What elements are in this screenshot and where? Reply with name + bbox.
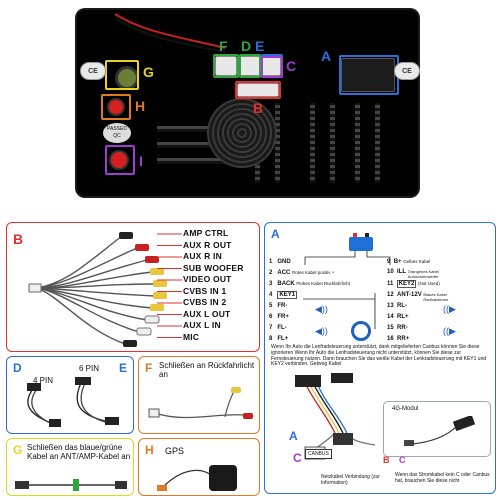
label-g: G [143, 64, 154, 80]
cable-label: CVBS IN 2 [183, 297, 227, 307]
cable-label: AUX L OUT [183, 308, 231, 319]
panel-e-letter: E [119, 361, 128, 375]
cooling-fan [207, 98, 277, 168]
label-a: A [321, 48, 332, 64]
heatsink-fin [275, 103, 280, 183]
port-i [109, 150, 129, 170]
panel-d-letter: D [13, 361, 22, 375]
power-harness-image [295, 373, 376, 460]
cable-label: AUX R OUT [183, 239, 232, 250]
cable-label: AUX R IN [183, 251, 222, 261]
battery-minus-terminal [365, 233, 369, 237]
module-4g-antenna [404, 416, 476, 446]
speaker-icon: ((▶ [443, 326, 456, 336]
label-f: F [219, 38, 228, 54]
reverse-light-cable-image [148, 387, 253, 419]
panel-b: B [6, 222, 260, 352]
label-e: E [255, 38, 265, 54]
heatsink-fin [157, 158, 257, 164]
heatsink-fin [157, 142, 257, 148]
panel-g-letter: G [13, 443, 23, 457]
cable-label: AMP CTRL [183, 228, 229, 238]
module-4g-panel: 4G-Modul [383, 401, 491, 457]
panel-f-letter: F [145, 361, 153, 375]
pin-cables-image [27, 377, 119, 427]
steering-wheel-icon [351, 321, 371, 341]
panel-a: A 1 GND 2 ACC Rotes Kabel positiv + 3 BA… [264, 222, 496, 494]
label-d: D [241, 38, 252, 54]
module-4g-label: 4G-Modul [392, 406, 419, 412]
connector-a [341, 58, 395, 92]
panel-d-e: D E 4 PIN 6 PIN [6, 356, 134, 434]
cable-label: SUB WOOFER [183, 262, 244, 273]
steering-note: Wenn Ihr Auto die Lenfradsteuerung unter… [271, 344, 487, 368]
red-wire [114, 13, 226, 53]
harness-label-c2: C [399, 455, 406, 465]
cable-label: VIDEO OUT [183, 274, 232, 284]
harness-caption: Netzkabel Verbindung (zur Information) [321, 474, 380, 486]
connector-f [215, 56, 237, 76]
wiring-lines [303, 251, 391, 329]
label-4pin: 4 PIN [33, 376, 54, 385]
pointer-lines [157, 233, 182, 338]
speaker-icon: ((▶ [443, 304, 456, 314]
cable-label: AUX L IN [183, 320, 221, 330]
label-h: H [135, 98, 146, 114]
box-d [239, 54, 261, 78]
speaker-icon: ◀)) [315, 304, 328, 314]
box-h [101, 94, 131, 120]
label-c: C [286, 58, 297, 74]
heatsink-fin [375, 103, 380, 183]
box-c [261, 56, 283, 78]
heatsink-fin [310, 103, 315, 183]
cable-label: CVBS IN 1 [183, 285, 227, 296]
panel-g: G Schließen das blaue/grüne Kabel an ANT… [6, 438, 134, 496]
connector-b [237, 83, 279, 97]
cable-label: MIC [183, 331, 200, 342]
box-i [105, 145, 135, 175]
rca-cable-bundle [28, 232, 167, 347]
harness-label-b: B [383, 455, 390, 465]
port-h [107, 98, 125, 116]
box-g [105, 60, 139, 90]
panel-a-letter: A [271, 227, 280, 241]
heatsink-fin [355, 103, 360, 183]
battery-icon [349, 237, 373, 251]
ce-mark-right: CE [394, 62, 420, 80]
box-a [339, 55, 399, 95]
panel-h-text: GPS [165, 446, 185, 456]
box-f [213, 54, 239, 78]
heatsink-fin [330, 103, 335, 183]
antenna-adapter-image [15, 479, 127, 491]
label-b: B [253, 100, 264, 116]
gps-antenna-image [157, 465, 237, 491]
box-b [235, 81, 281, 99]
harness-label-c: C [293, 451, 302, 465]
panel-f-text: Schließen an Rückfahrlicht an [159, 361, 255, 380]
power-cable-caption: Wenn das Stromkabel kein C oder Canbus h… [395, 472, 490, 484]
harness-label-a: A [289, 429, 298, 443]
panel-f: F Schließen an Rückfahrlicht an [138, 356, 260, 434]
label-6pin: 6 PIN [79, 364, 100, 373]
panel-g-text: Schließen das blaue/grüne Kabel an ANT/A… [27, 443, 131, 462]
panel-h: H GPS [138, 438, 260, 496]
panel-h-letter: H [145, 443, 154, 457]
speaker-icon: ◀)) [315, 326, 328, 336]
ce-mark-left: CE [80, 62, 106, 80]
canbus-box: CANBUS [305, 449, 332, 459]
battery-plus-terminal [353, 233, 357, 237]
label-i: I [139, 153, 143, 169]
rca-cable-list: AMP CTRL AUX R OUT AUX R IN SUB WOOFER V… [183, 228, 244, 343]
panel-b-letter: B [13, 231, 24, 247]
